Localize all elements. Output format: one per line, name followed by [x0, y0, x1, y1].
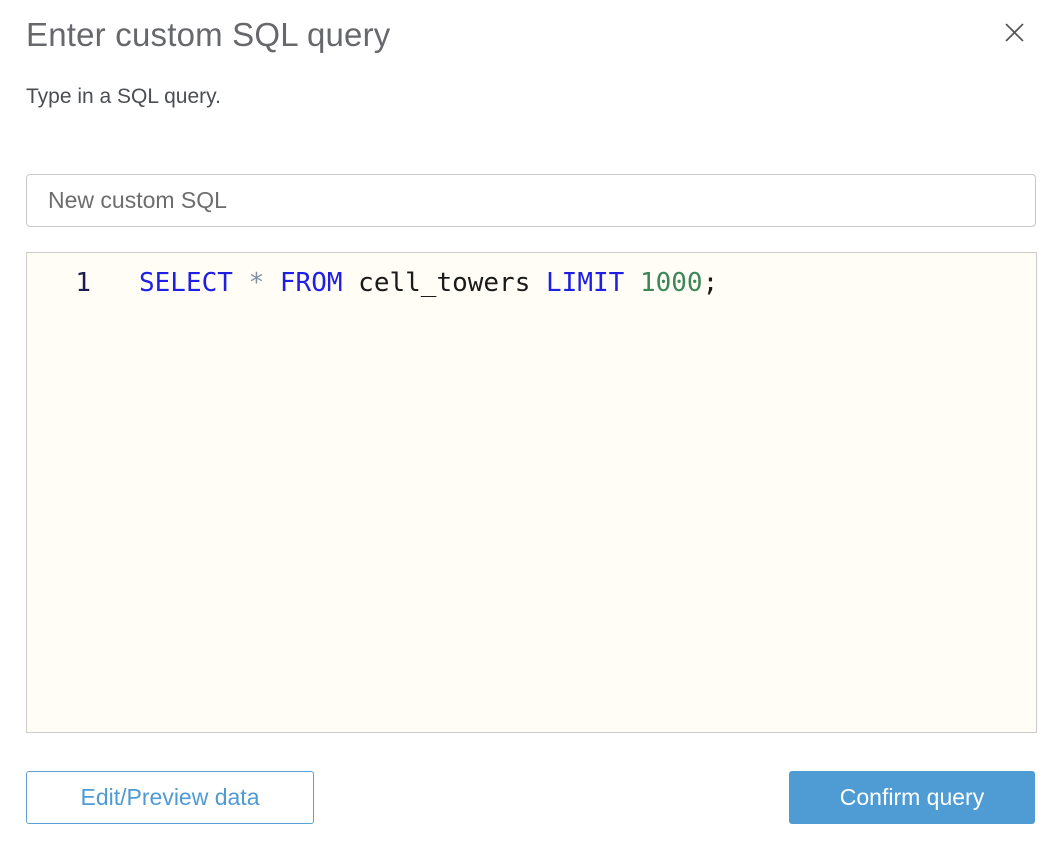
close-icon [1005, 23, 1023, 41]
sql-keyword-from: FROM [279, 268, 359, 298]
close-button[interactable] [997, 15, 1031, 49]
sql-keyword-limit: LIMIT [546, 268, 640, 298]
sql-number-literal: 1000 [639, 268, 703, 298]
sql-table-name: cell_towers [358, 268, 547, 298]
confirm-query-button[interactable]: Confirm query [789, 771, 1035, 824]
line-number: 1 [75, 268, 91, 298]
edit-preview-data-button[interactable]: Edit/Preview data [26, 771, 314, 824]
code-text: SELECT * FROM cell_towers LIMIT 1000; [139, 265, 718, 301]
query-name-input[interactable] [26, 174, 1036, 227]
sql-editor[interactable]: 1 SELECT * FROM cell_towers LIMIT 1000; [26, 252, 1037, 733]
page-title: Enter custom SQL query [26, 16, 391, 53]
sql-operator-star: * [248, 268, 280, 298]
sql-keyword-select: SELECT [139, 268, 249, 298]
dialog-subtitle: Type in a SQL query. [26, 85, 221, 108]
code-line: 1 SELECT * FROM cell_towers LIMIT 1000; [27, 265, 1036, 301]
sql-semicolon: ; [702, 268, 719, 298]
